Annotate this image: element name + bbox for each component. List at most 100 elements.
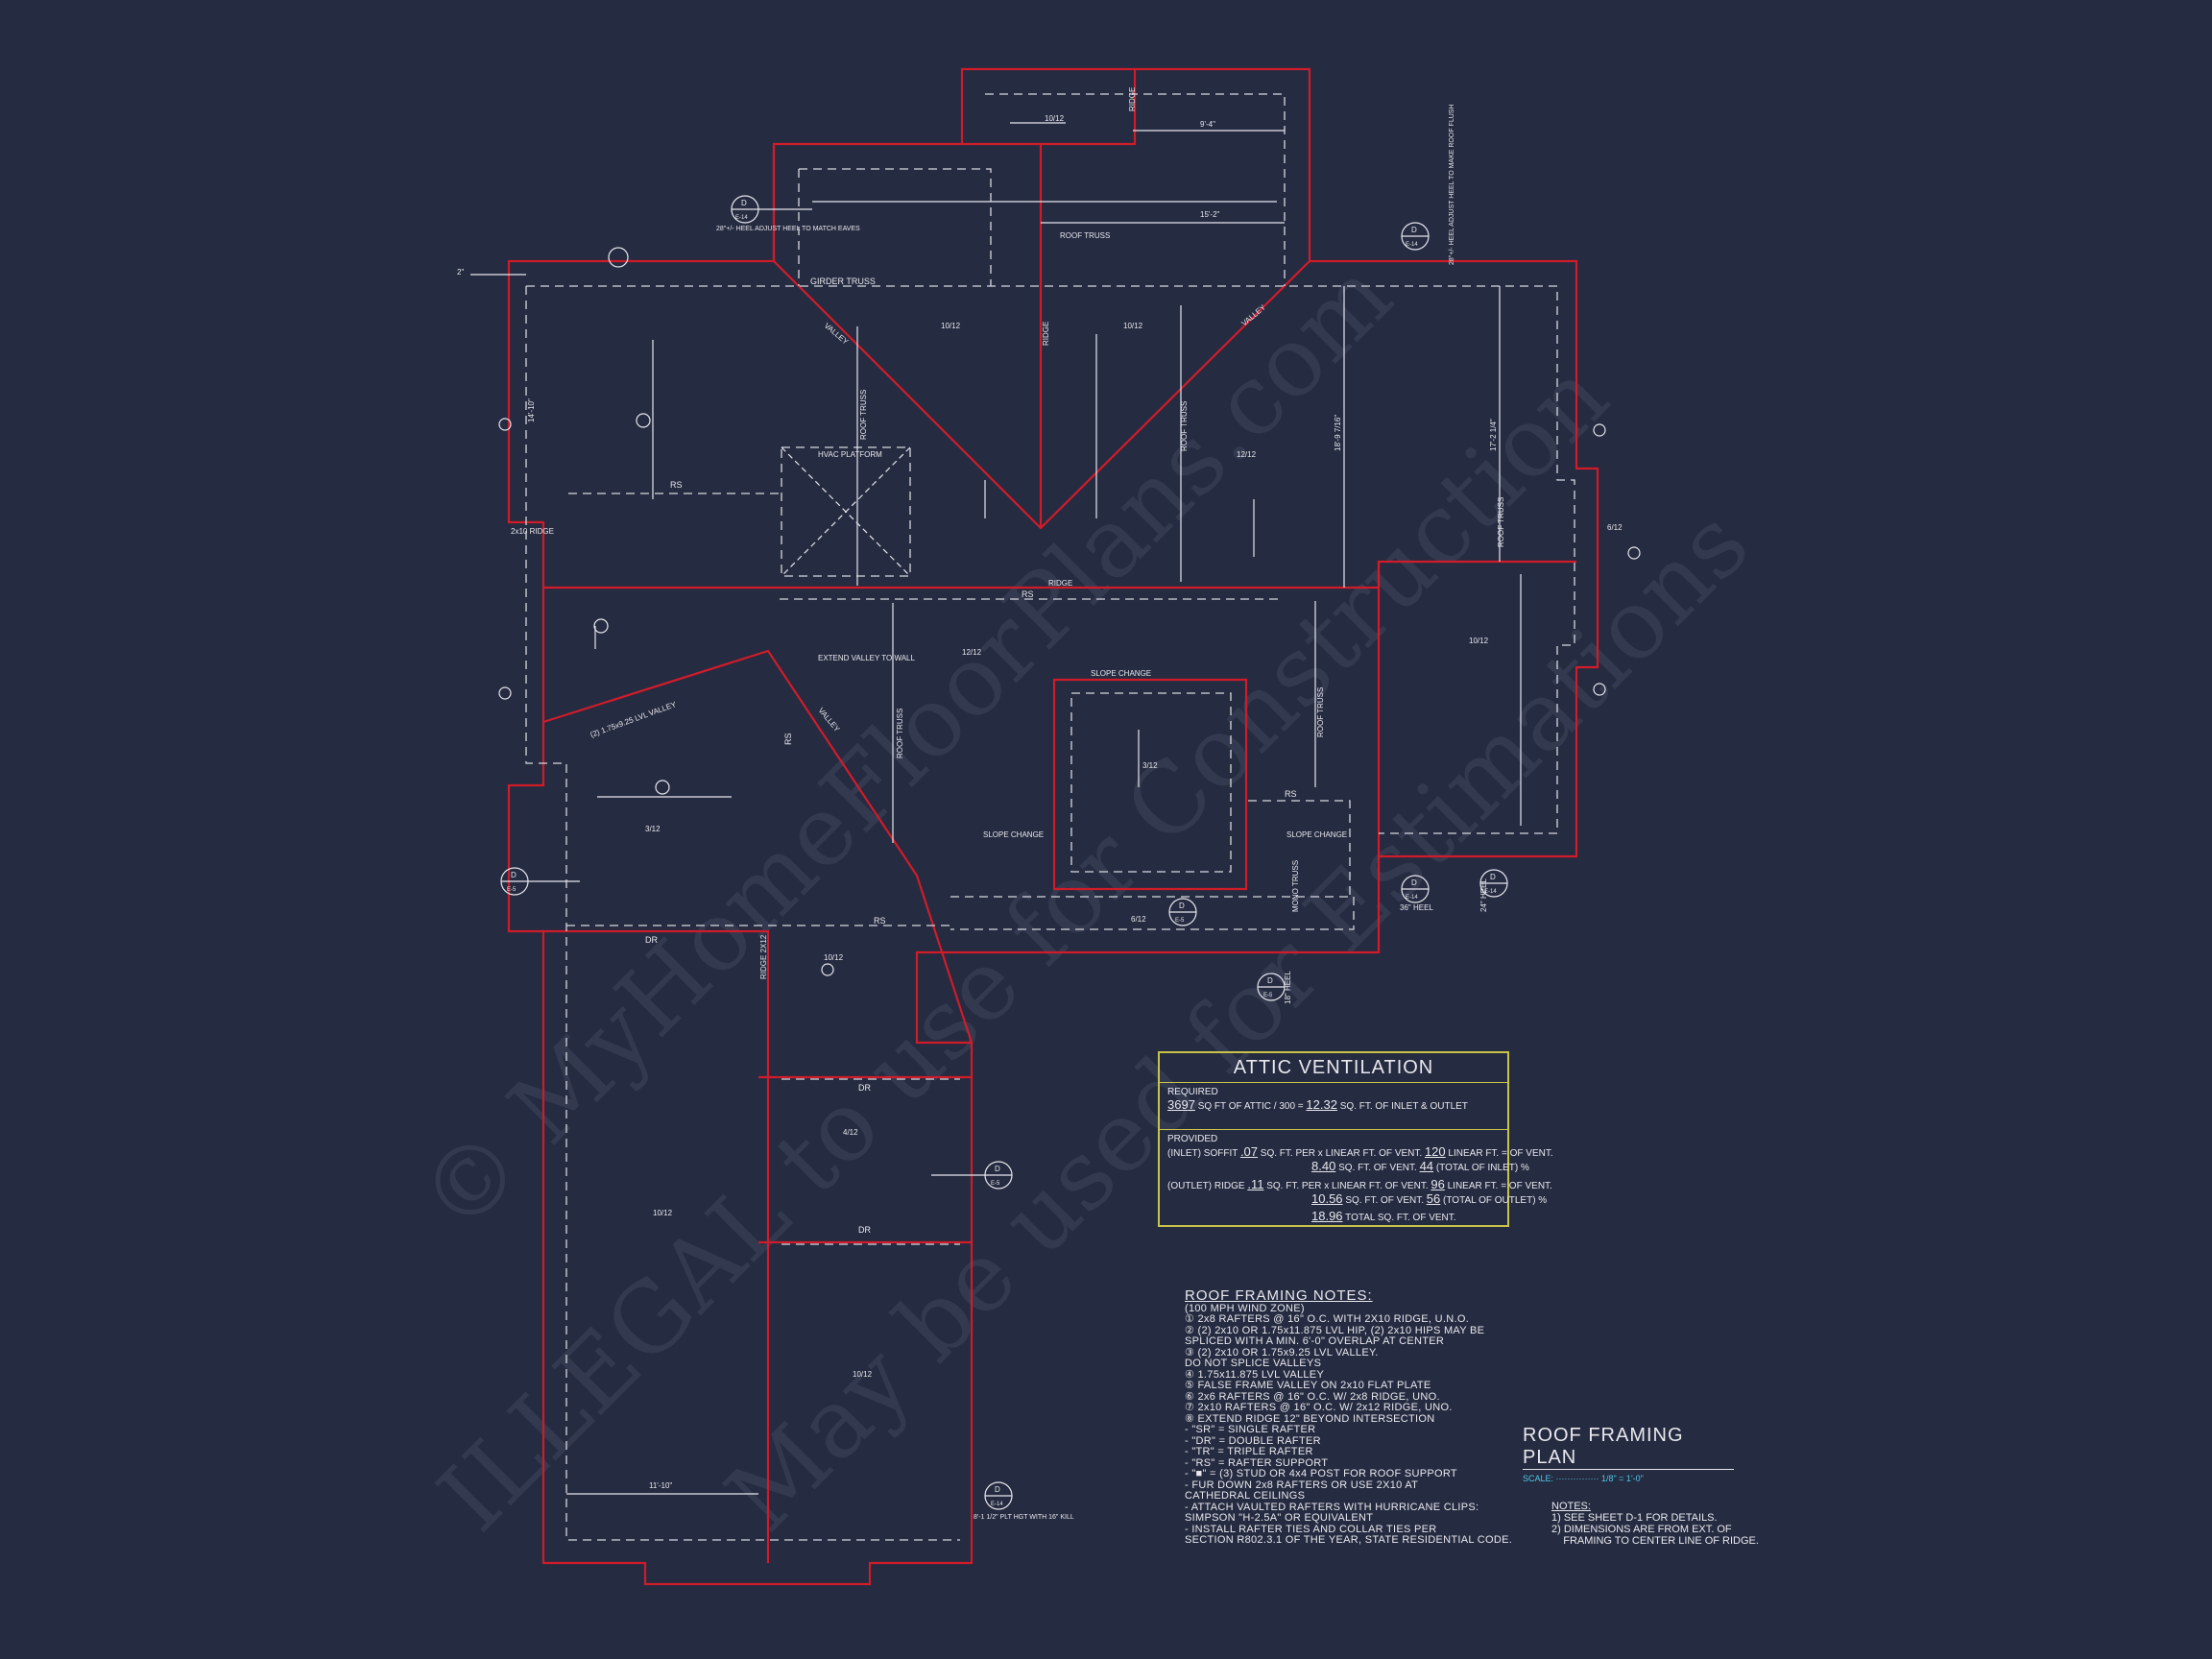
slope-label-1: 10/12 [941, 322, 961, 330]
slope-label-10: 10/12 [824, 953, 844, 962]
heel-note-2: 28"+/- HEEL ADJUST HEEL TO MAKE ROOF FLU… [1449, 105, 1455, 266]
detail-callout-8-letter: D [995, 1165, 1000, 1173]
hvac-platform: HVAC PLATFORM [781, 446, 911, 577]
general-note: 2) DIMENSIONS ARE FROM EXT. OF [1551, 1524, 1732, 1535]
slope-label-4: 3/12 [1142, 761, 1158, 770]
detail-callout-6: D E-5 [1168, 898, 1197, 926]
slope-label-11: 10/12 [653, 1209, 673, 1217]
outlet-pct: 56 [1426, 1191, 1441, 1206]
roof-note: - "TR" = TRIPLE RAFTER [1185, 1446, 1313, 1457]
outlet-rate: .11 [1247, 1177, 1264, 1191]
plan-title-block: ROOF FRAMING PLAN SCALE: ···············… [1523, 1425, 1734, 1483]
inlet-lf-text: LINEAR FT. = OF VENT. [1448, 1148, 1553, 1159]
hvac-platform-label: HVAC PLATFORM [818, 450, 882, 459]
roof-truss-label-5: ROOF TRUSS [1316, 687, 1325, 737]
detail-callout-2: D E-14 [1401, 222, 1430, 251]
roof-note: - ATTACH VAULTED RAFTERS WITH HURRICANE … [1185, 1501, 1479, 1513]
detail-callout-4-letter: D [1411, 878, 1417, 887]
roof-note: ④ 1.75x11.875 LVL VALLEY [1185, 1368, 1325, 1381]
general-notes-title: NOTES: [1551, 1501, 1591, 1512]
roof-note: ⑦ 2x10 RAFTERS @ 16" O.C. W/ 2x12 RIDGE,… [1185, 1402, 1453, 1413]
ridge-2x12-label: RIDGE 2X12 [759, 934, 768, 979]
detail-callout-6-letter: D [1179, 902, 1185, 910]
detail-callout-6-sheet: E-5 [1175, 918, 1185, 924]
detail-callout-4: D E-14 [1401, 875, 1430, 903]
roof-note: ⑧ EXTEND RIDGE 12" BEYOND INTERSECTION [1185, 1412, 1435, 1425]
slope-label-6: 12/12 [962, 648, 982, 657]
roof-note: ③ (2) 2x10 OR 1.75x9.25 LVL VALLEY. [1185, 1346, 1379, 1358]
roof-note: - "DR" = DOUBLE RAFTER [1185, 1434, 1321, 1447]
dim-17-2: 17'-2 1/4" [1489, 419, 1498, 451]
watermark: © MyHomeFloorPlans.com ILLEGAL to use fo… [397, 239, 1769, 1552]
dim-15-2: 15'-2" [1200, 210, 1220, 219]
detail-callout-1-sheet: E-14 [735, 215, 748, 221]
inlet-pct: 44 [1419, 1159, 1434, 1173]
roof-truss-label-top: ROOF TRUSS [1060, 231, 1110, 240]
provided-label: PROVIDED [1167, 1134, 1218, 1144]
roof-note: (100 MPH WIND ZONE) [1185, 1302, 1305, 1314]
general-note: 1) SEE SHEET D-1 FOR DETAILS. [1551, 1512, 1718, 1524]
general-notes: NOTES: 1) SEE SHEET D-1 FOR DETAILS. 2) … [1551, 1501, 1782, 1547]
detail-callout-4-sheet: E-14 [1406, 895, 1418, 901]
detail-callout-1: D E-14 [731, 195, 812, 224]
dim-14-10: 14'-10" [527, 398, 536, 422]
detail-callout-5: D E-14 [1479, 869, 1508, 898]
detail-callout-2-letter: D [1411, 226, 1417, 234]
detail-callout-2-sheet: E-14 [1406, 242, 1418, 248]
detail-callout-9: D E-14 [984, 1481, 1013, 1510]
slope-label-5: 10/12 [1469, 637, 1489, 645]
roof-note: CATHEDRAL CEILINGS [1185, 1490, 1306, 1502]
attic-sqft: 3697 [1167, 1097, 1195, 1112]
attic-sqft-text: SQ FT OF ATTIC / 300 = [1197, 1101, 1304, 1112]
outlet-rate-text: SQ. FT. PER x LINEAR FT. OF VENT. [1266, 1181, 1429, 1191]
ridge-label-top: RIDGE [1128, 87, 1137, 111]
roof-note: - "■" = (3) STUD OR 4x4 POST FOR ROOF SU… [1185, 1468, 1457, 1479]
detail-callout-8-sheet: E-5 [991, 1181, 1000, 1187]
slope-label-13: 12/12 [1237, 450, 1257, 459]
dim-11-10: 11'-10" [649, 1481, 672, 1490]
ridge-label-horizontal: RIDGE [1048, 579, 1072, 588]
extend-valley-label: EXTEND VALLEY TO WALL [818, 654, 915, 662]
roof-truss-label-3: ROOF TRUSS [1497, 497, 1505, 547]
detail-callout-3: D E-5 [500, 867, 580, 896]
plan-title: ROOF FRAMING PLAN [1523, 1425, 1734, 1470]
inlet-lf: 120 [1424, 1144, 1446, 1159]
detail-callout-7-sheet: E-5 [1263, 993, 1273, 998]
dim-9-4: 9'-4" [1200, 120, 1215, 129]
outlet-sqft: 10.56 [1311, 1191, 1343, 1206]
detail-callout-9-sheet: E-14 [991, 1502, 1003, 1507]
exterior-walls [507, 67, 1599, 1586]
plan-scale: SCALE: ··············· 1/8" = 1'-0" [1523, 1474, 1644, 1483]
slope-change-label-1: SLOPE CHANGE [1091, 669, 1151, 678]
roof-note: - FUR DOWN 2x8 RAFTERS OR USE 2X10 AT [1185, 1479, 1419, 1491]
inlet-rate-text: SQ. FT. PER x LINEAR FT. OF VENT. [1260, 1148, 1423, 1159]
mono-truss-label: MONO TRUSS [1291, 860, 1300, 912]
slope-label-9: 4/12 [843, 1128, 858, 1137]
total-sqft-text: TOTAL SQ. FT. OF VENT. [1345, 1213, 1456, 1223]
detail-callout-1-letter: D [741, 199, 747, 207]
rs-label-2: RS [1022, 589, 1034, 599]
detail-callout-8: D E-5 [931, 1161, 1013, 1190]
roof-note: DO NOT SPLICE VALLEYS [1185, 1358, 1322, 1369]
detail-callout-5-letter: D [1490, 873, 1496, 881]
roof-framing-notes: ROOF FRAMING NOTES: (100 MPH WIND ZONE) … [1185, 1288, 1540, 1547]
roof-truss-label-2: ROOF TRUSS [1180, 401, 1189, 451]
roof-note: - "RS" = RAFTER SUPPORT [1185, 1456, 1329, 1469]
slope-label-8: 6/12 [1131, 915, 1146, 924]
detail-callouts: D E-14 D E-14 D E-5 D E-14 D E-14 D E-5 [500, 195, 1508, 1510]
required-sqft-text: SQ. FT. OF INLET & OUTLET [1339, 1101, 1468, 1112]
total-sqft: 18.96 [1311, 1209, 1343, 1223]
outlet-pct-text: (TOTAL OF OUTLET) % [1443, 1195, 1548, 1206]
slope-label-12: 10/12 [853, 1370, 873, 1379]
dim-18-9: 18'-9 7/16" [1334, 415, 1342, 451]
outlet-lf-text: LINEAR FT. = OF VENT. [1447, 1181, 1552, 1191]
dim-2: 2" [457, 268, 464, 276]
required-sqft: 12.32 [1306, 1097, 1337, 1112]
slope-change-label-2: SLOPE CHANGE [983, 830, 1044, 839]
slope-label-2: 10/12 [1123, 322, 1143, 330]
detail-callout-3-sheet: E-5 [507, 887, 517, 893]
attic-ventilation-table: ATTIC VENTILATION REQUIRED 3697 SQ FT OF… [1158, 1051, 1553, 1227]
roof-note: SPLICED WITH A MIN. 6'-0" OVERLAP AT CEN… [1185, 1335, 1445, 1347]
roof-note: ⑤ FALSE FRAME VALLEY ON 2x10 FLAT PLATE [1185, 1380, 1431, 1391]
heel-18: 18" HEEL [1284, 971, 1292, 1004]
